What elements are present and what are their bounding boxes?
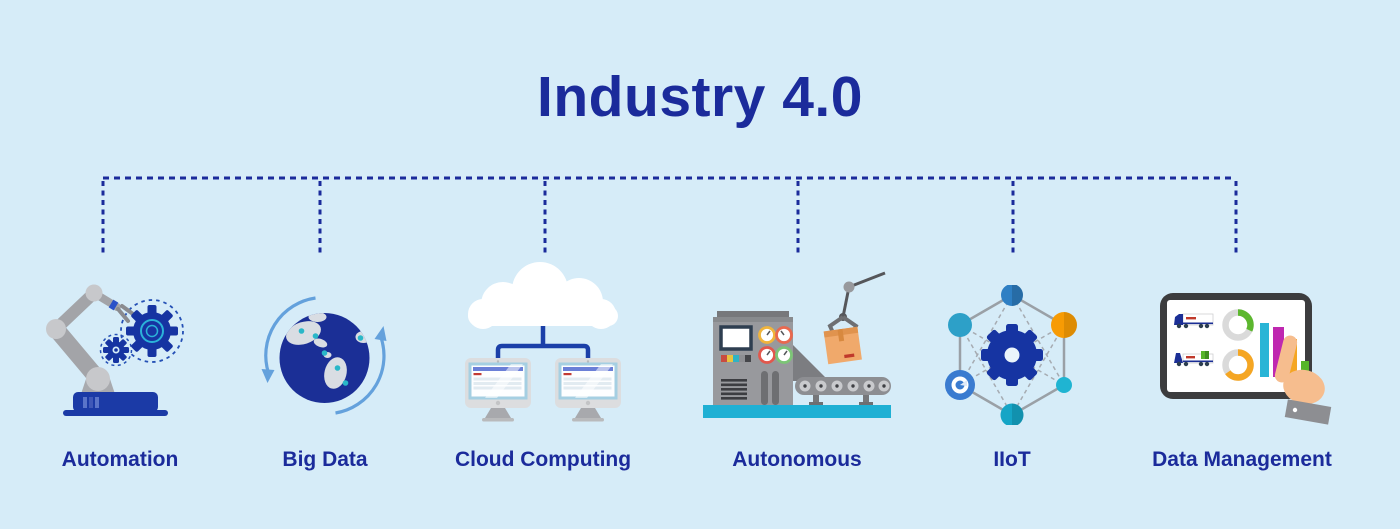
monitor-left [465,358,531,422]
truck-glyph-1 [1174,313,1214,329]
item-automation: Automation [0,258,240,490]
item-label-big-data: Big Data [282,448,368,471]
clock-node [945,370,975,400]
item-cloud-computing: Cloud Computing [423,258,663,490]
donut-chart-green [1222,309,1254,341]
item-label-cloud-computing: Cloud Computing [454,448,632,471]
iot-network-gear-icon [945,284,1077,427]
item-label-automation: Automation [61,448,179,471]
item-label-iiot: IIoT [993,448,1031,471]
cloud-connected-monitors-icon [465,262,621,422]
item-big-data: Big Data [205,258,445,490]
factory-conveyor-robot-icon [703,271,891,418]
globe-sync-arrows-icon [261,296,387,415]
item-label-data-management: Data Management [1152,448,1332,471]
donut-chart-orange [1222,349,1254,381]
pointing-hand [1274,335,1332,425]
robot-arm-gears-icon [46,284,184,416]
tablet-analytics-hand-icon [1160,293,1332,425]
item-label-autonomous: Autonomous [732,448,862,471]
page-title: Industry 4.0 [537,65,863,129]
truck-glyph-2 [1174,351,1214,367]
item-autonomous: Autonomous [677,258,917,490]
monitor-right [555,358,621,422]
item-data-management: Data Management [1122,258,1362,490]
item-iiot: IIoT [892,258,1132,490]
